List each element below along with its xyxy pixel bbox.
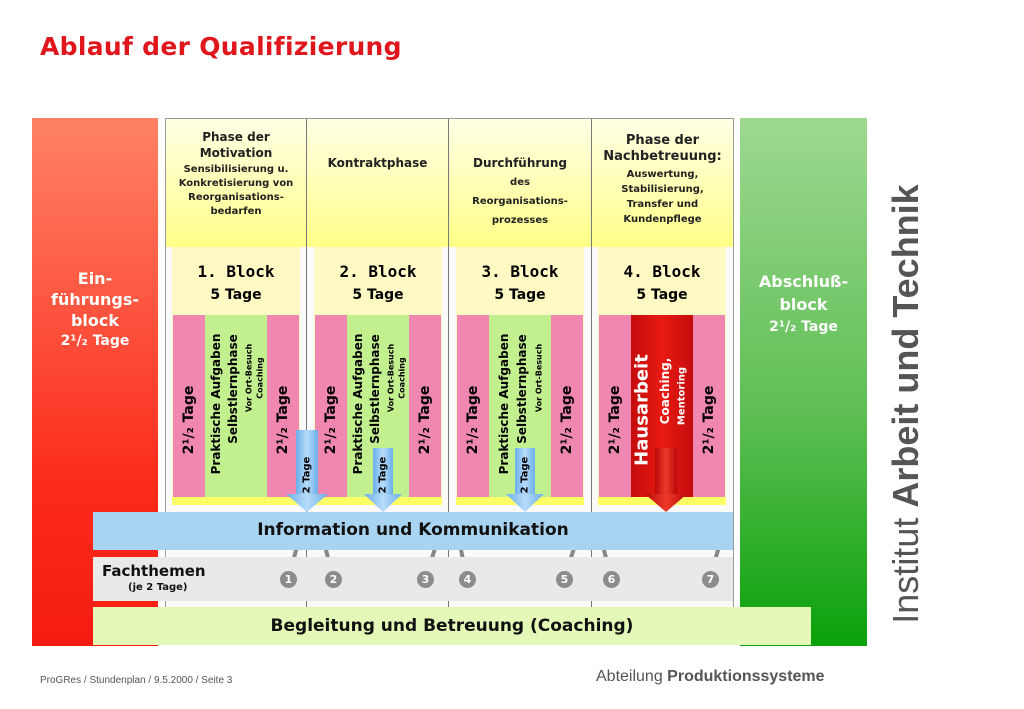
column-divider: [591, 119, 592, 607]
intro-duration: 2¹/₂ Tage: [60, 333, 130, 349]
half-day-label: 2¹/₂ Tage: [181, 385, 197, 455]
practical-line-4: Coaching: [397, 357, 407, 399]
half-day-bar: [267, 315, 299, 497]
phase-aftercare: Phase der Nachbetreuung: Auswertung, Sta…: [592, 119, 733, 247]
down-arrow: [364, 448, 402, 512]
intro-line-3: block: [70, 311, 120, 330]
exit-line-1: Abschluß-: [758, 272, 849, 291]
homework-title: Hausarbeit: [631, 354, 653, 466]
topic-number: 5: [556, 571, 573, 588]
half-day-bar: [457, 315, 489, 497]
department-label: Abteilung Produktionssysteme: [596, 668, 825, 686]
topic-number: 6: [603, 571, 620, 588]
topics-bar: [93, 557, 733, 601]
half-day-label: 2¹/₂ Tage: [417, 385, 433, 455]
practical-line-2: Selbstlernphase: [226, 334, 240, 444]
exit-line-2: block: [779, 295, 828, 314]
block-1-title: 1. Block: [197, 262, 275, 281]
phase-sub: des Reorganisations-prozesses: [472, 177, 568, 226]
intro-line-2: führungs-: [50, 290, 140, 309]
half-day-bar: [599, 315, 631, 497]
phase-head: Phase der Nachbetreuung:: [603, 133, 722, 164]
block-4-days: 5 Tage: [636, 287, 688, 303]
homework-line-3: Mentoring: [676, 366, 688, 426]
down-arrow: [286, 430, 328, 512]
homework-line-2: Coaching,: [658, 357, 672, 425]
column-divider: [306, 119, 307, 607]
block-3-days: 5 Tage: [494, 287, 546, 303]
down-arrow: [506, 448, 544, 512]
topic-number: 1: [280, 571, 297, 588]
block-2-title: 2. Block: [339, 262, 417, 281]
page-title: Ablauf der Qualifizierung: [40, 32, 402, 61]
half-day-label: 2¹/₂ Tage: [701, 385, 717, 455]
department-light: Abteilung: [596, 668, 668, 685]
intro-line-1: Ein-: [77, 269, 113, 288]
phase-motivation: Phase der Motivation Sensibilisierung u.…: [166, 119, 306, 247]
information-bar: [93, 512, 733, 550]
half-day-label: 2¹/₂ Tage: [275, 385, 291, 455]
phase-head: Phase der Motivation: [199, 130, 273, 160]
practical-area: [205, 315, 267, 497]
exit-duration: 2¹/₂ Tage: [769, 319, 838, 335]
topics-sub: (je 2 Tage): [128, 582, 188, 593]
topic-number: 7: [702, 571, 719, 588]
half-day-label: 2¹/₂ Tage: [607, 385, 623, 455]
practical-line-1: Praktische Aufgaben: [351, 333, 365, 475]
topic-number: 4: [459, 571, 476, 588]
topic-number: 3: [417, 571, 434, 588]
topic-number: 2: [325, 571, 342, 588]
support-bar: [93, 607, 811, 645]
half-day-bar: [693, 315, 725, 497]
department-bold: Produktionssysteme: [667, 668, 825, 685]
practical-line-4: Coaching: [255, 357, 265, 399]
down-arrow-red: [645, 448, 687, 512]
block-4-title: 4. Block: [623, 262, 701, 281]
institute-label: Institut Arbeit und Technik: [885, 184, 927, 623]
half-day-bar: [551, 315, 583, 497]
half-day-bar: [173, 315, 205, 497]
institute-light: Institut: [885, 507, 926, 624]
practical-line-2: Selbstlernphase: [368, 334, 382, 444]
practical-line-2: Selbstlernphase: [515, 334, 529, 444]
block-1-days: 5 Tage: [210, 287, 262, 303]
support-label: Begleitung und Betreuung (Coaching): [270, 616, 634, 636]
practical-line-1: Praktische Aufgaben: [209, 333, 223, 475]
phase-sub: Auswertung, Stabilisierung, Transfer und…: [621, 169, 704, 225]
practical-line-3: Vor Ort-Besuch: [534, 343, 544, 413]
two-days-label: 2 Tage: [377, 456, 389, 494]
half-day-label: 2¹/₂ Tage: [323, 385, 339, 455]
half-day-label: 2¹/₂ Tage: [559, 385, 575, 455]
block-strip: [172, 497, 300, 505]
phase-execution: Durchführung des Reorganisations-prozess…: [449, 119, 591, 247]
topics-label: Fachthemen: [102, 562, 206, 580]
block-2-days: 5 Tage: [352, 287, 404, 303]
two-days-label: 2 Tage: [519, 456, 531, 494]
block-3-title: 3. Block: [481, 262, 559, 281]
exit-block-bar: [740, 118, 867, 646]
exit-block-label: Abschluß- block 2¹/₂ Tage: [740, 270, 867, 339]
footer-text: ProGRes / Stundenplan / 9.5.2000 / Seite…: [40, 675, 233, 686]
phase-contract: Kontraktphase: [307, 119, 448, 247]
phase-head: Durchführung: [473, 156, 567, 170]
half-day-bar: [409, 315, 441, 497]
intro-block-label: Ein- führungs- block 2¹/₂ Tage: [32, 268, 158, 352]
half-day-label: 2¹/₂ Tage: [465, 385, 481, 455]
column-divider: [448, 119, 449, 607]
phase-sub: Sensibilisierung u. Konkretisierung von …: [178, 164, 294, 217]
phase-head: Kontraktphase: [327, 156, 428, 170]
practical-line-1: Praktische Aufgaben: [497, 333, 511, 475]
practical-line-3: Vor Ort-Besuch: [244, 343, 254, 413]
practical-line-3: Vor Ort-Besuch: [386, 343, 396, 413]
half-day-bar: [315, 315, 347, 497]
two-days-label: 2 Tage: [301, 456, 313, 494]
institute-bold: Arbeit und Technik: [885, 184, 926, 508]
information-label: Information und Kommunikation: [257, 520, 569, 540]
